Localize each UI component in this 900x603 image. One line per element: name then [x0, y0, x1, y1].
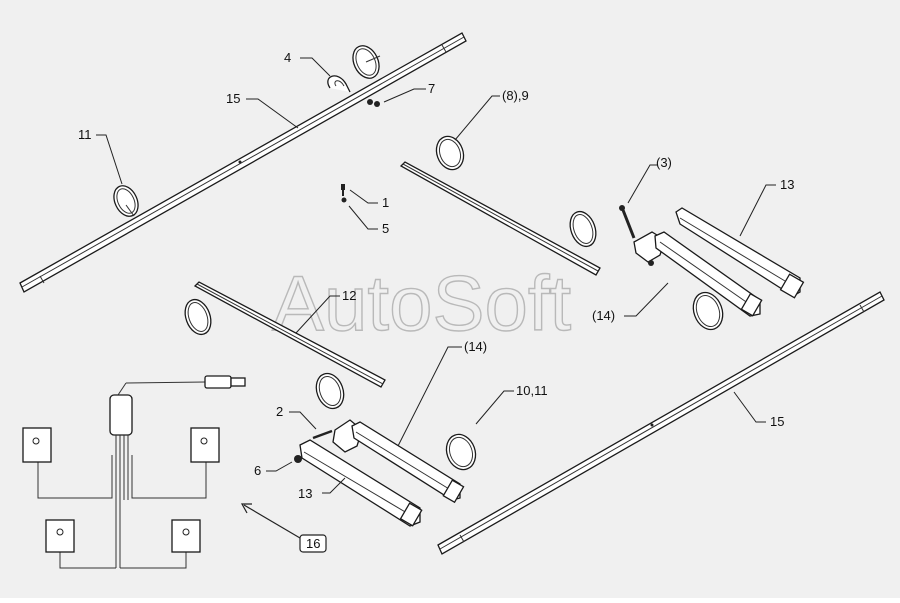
- u-bolt: [327, 75, 351, 93]
- rod-left: [193, 281, 386, 388]
- callout-14-lower: (14): [464, 339, 487, 354]
- callout-6: 6: [254, 463, 261, 478]
- callout-12: 12: [342, 288, 356, 303]
- bracket-assembly-right: [633, 207, 805, 317]
- callout-7: 7: [428, 81, 435, 96]
- callout-16: 16: [306, 536, 320, 551]
- bracket-assembly-lower: [294, 419, 465, 527]
- rod-middle: [399, 161, 601, 276]
- long-bar-bottom: [437, 291, 885, 555]
- callout-8-9: (8),9: [502, 88, 529, 103]
- strap-rod-left-2: [315, 372, 345, 410]
- leader-lines: [96, 57, 776, 494]
- callout-15-top: 15: [226, 91, 240, 106]
- wiring-harness: [22, 375, 246, 569]
- bolt-and-washer: [341, 184, 347, 203]
- strap-mid-right: [569, 210, 597, 248]
- bolt-3: [619, 205, 636, 239]
- strap-1011: [445, 433, 477, 471]
- callout-13-lower: 13: [298, 486, 312, 501]
- strap-top: [352, 45, 381, 79]
- strap-89: [435, 135, 465, 171]
- callout-labels: 4 7 15 11 (8),9 (3) 13 1 5 12 (14) (14) …: [78, 50, 794, 553]
- nuts: [367, 99, 380, 107]
- callout-10-11: 10,11: [516, 383, 548, 398]
- strap-right-bracket: [692, 291, 724, 331]
- callout-14-right: (14): [592, 308, 615, 323]
- callout-4: 4: [284, 50, 291, 65]
- callout-5: 5: [382, 221, 389, 236]
- callout-15-bottom: 15: [770, 414, 784, 429]
- callout-13-top: 13: [780, 177, 794, 192]
- strap-left: [113, 185, 139, 217]
- view-arrow: [240, 503, 301, 539]
- callout-16-box: [299, 534, 327, 553]
- long-bar-top: [19, 32, 467, 293]
- callout-11: 11: [78, 127, 92, 142]
- strap-rod-left: [184, 298, 212, 336]
- callout-3: (3): [656, 155, 672, 170]
- callout-1: 1: [382, 195, 389, 210]
- watermark-text: AutoSoft: [272, 259, 572, 347]
- callout-2: 2: [276, 404, 283, 419]
